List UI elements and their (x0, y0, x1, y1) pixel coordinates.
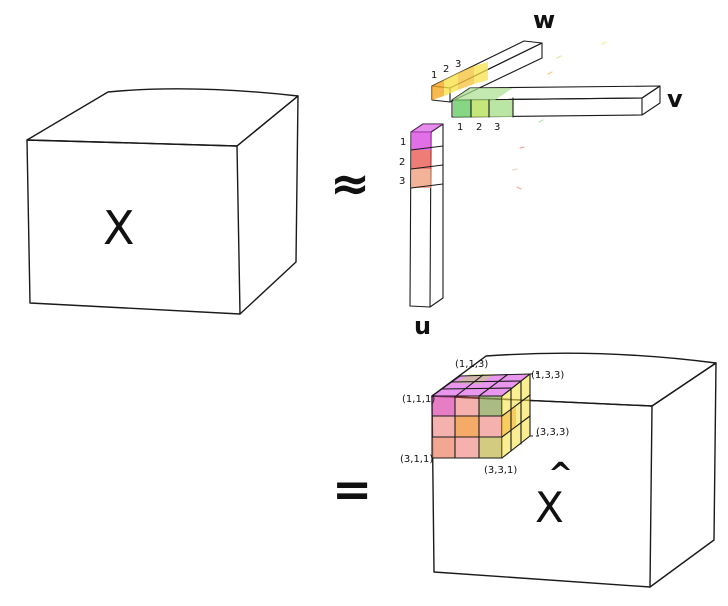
u-index-1: 1 (400, 137, 406, 148)
tensor-x-cube (26, 88, 299, 315)
v-index-1: 1 (457, 122, 463, 133)
tensor-xhat-cube (431, 352, 717, 588)
u-indices: 1 2 3 (399, 137, 406, 187)
u-vector-colored-cells (410, 124, 444, 189)
subtensor-corner-labels: (1,1,3) (1,3,3) (1,1,1) (3,3,3) (3,1,1) … (400, 359, 569, 476)
v-indices: 1 2 3 (457, 122, 500, 133)
corner-label-331: (3,3,1) (484, 465, 517, 476)
w-indices: 1 2 3 (431, 59, 461, 81)
color-specks (512, 41, 607, 190)
corner-label-333: (3,3,3) (536, 427, 569, 438)
corner-label-133: (1,3,3) (531, 370, 564, 381)
xhat-label: X (535, 483, 564, 532)
w-label: w (533, 6, 555, 34)
v-index-2: 2 (476, 122, 482, 133)
corner-label-113: (1,1,3) (455, 359, 488, 370)
tensor-x-label: X (103, 201, 135, 255)
equals-symbol: = (332, 462, 372, 518)
v-label: v (667, 85, 683, 113)
subtensor-3x3x3 (431, 372, 541, 459)
w-index-2: 2 (443, 64, 449, 75)
corner-label-111: (1,1,1) (402, 394, 435, 405)
u-index-3: 3 (399, 176, 405, 187)
w-vector-colored-cells (432, 62, 488, 100)
v-vector-colored-cells (452, 88, 514, 118)
u-label: u (414, 312, 431, 340)
w-index-3: 3 (455, 59, 461, 70)
corner-label-311: (3,1,1) (400, 454, 433, 465)
w-index-1: 1 (431, 70, 437, 81)
xhat-hat: ^ (548, 457, 573, 492)
v-index-3: 3 (494, 122, 500, 133)
u-index-2: 2 (399, 157, 405, 168)
approx-symbol: ≈ (330, 156, 370, 212)
